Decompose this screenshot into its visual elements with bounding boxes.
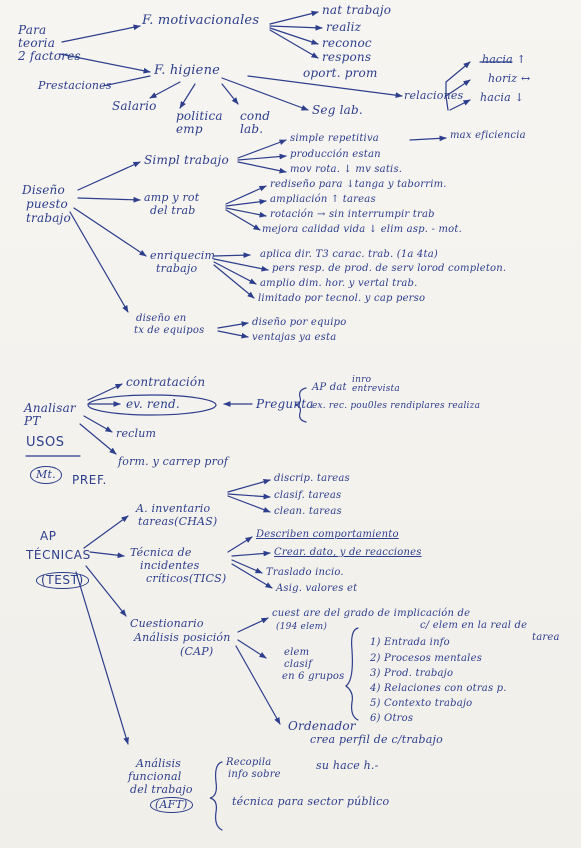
- leaf-194-elem: (194 elem): [276, 622, 328, 632]
- root-label-line: Diseño: [22, 183, 65, 197]
- leaf-seg-lab: Seg lab.: [312, 103, 363, 117]
- leaf-mov-rota: mov rota. ↓ mv satis.: [290, 164, 403, 175]
- root-label-line: Para: [18, 23, 47, 37]
- node-aft: funcional: [128, 770, 182, 783]
- leaf-nat-trabajo: nat trabajo: [322, 3, 392, 17]
- leaf-rediseno: rediseño para ↓tanga y taborrim.: [270, 179, 447, 190]
- leaf-reclum: reclum: [116, 427, 157, 440]
- root-label-line: puesto: [26, 197, 68, 211]
- node-enriquecim: enriquecim: [150, 249, 216, 262]
- group-item: 5) Contexto trabajo: [370, 698, 473, 709]
- group-item: 1) Entrada info: [370, 637, 450, 648]
- leaf-clasif-tareas: clasif. tareas: [274, 490, 342, 501]
- label-pref: PREF.: [72, 473, 107, 487]
- leaf-ap-dat: AP dat: [312, 382, 347, 393]
- group-item: 4) Relaciones con otras p.: [370, 683, 507, 694]
- node-chas: tareas(CHAS): [138, 515, 218, 528]
- leaf-recopila: info sobre: [228, 769, 281, 780]
- leaf-su-hace: su hace h.-: [316, 759, 379, 772]
- root-label-line: PT: [24, 414, 41, 428]
- leaf-ev-rend: ev. rend.: [126, 397, 180, 411]
- leaf-asig-valores: Asig. valores et: [276, 583, 358, 594]
- leaf-cuest: c/ elem en la real de: [420, 620, 528, 631]
- leaf-mejora-calidad: mejora calidad vida ↓ elim asp. - mot.: [262, 224, 462, 235]
- root-label-line: Analisar: [24, 401, 76, 415]
- node-aft: del trabajo: [130, 783, 193, 796]
- label-usos: USOS: [26, 435, 65, 450]
- node-diseno-equipos: diseño en: [136, 313, 187, 324]
- node-tics: críticos(TICS): [146, 572, 227, 585]
- root-label-line: 2 factores: [18, 49, 81, 63]
- leaf-salario: Salario: [112, 99, 157, 113]
- leaf-relacion-arriba: hacia ↑: [482, 53, 526, 66]
- leaf-form-carrep: form. y carrep prof: [118, 455, 229, 468]
- leaf-amplio-dim: amplio dim. hor. y vertal trab.: [260, 278, 418, 289]
- node-simpl-trabajo: Simpl trabajo: [144, 153, 229, 167]
- node-amp-rot: amp y rot: [144, 191, 200, 204]
- leaf-respons: respons: [322, 50, 372, 64]
- group-item: 6) Otros: [370, 713, 414, 724]
- leaf-produccion-estan: producción estan: [290, 149, 381, 160]
- leaf-cond-lab: cond lab.: [240, 109, 271, 136]
- node-enriquecim: trabajo: [156, 262, 198, 275]
- leaf-cuest: tarea: [532, 632, 560, 643]
- leaf-relacion-abajo: hacia ↓: [480, 91, 524, 104]
- leaf-crea-perfil: crea perfil de c/trabajo: [310, 733, 443, 746]
- node-cap: (CAP): [180, 645, 214, 658]
- node-tics: incidentes: [140, 559, 200, 572]
- leaf-ex-rec: ex. rec. pou0les rendiplares realiza: [312, 401, 481, 411]
- leaf-simple-repetitiva: simple repetitiva: [290, 133, 379, 144]
- leaf-ampliacion: ampliación ↑ tareas: [270, 194, 376, 205]
- label-met-circled: Mt.: [30, 466, 62, 484]
- leaf-oport-prom: oport. prom: [303, 66, 378, 80]
- leaf-max-eficiencia: max eficiencia: [450, 130, 526, 141]
- leaf-clean-tareas: clean. tareas: [274, 506, 342, 517]
- leaf-rotacion: rotación → sin interrumpir trab: [270, 209, 435, 220]
- node-ordenador: Ordenador: [288, 719, 356, 733]
- leaf-discrip-tareas: discrip. tareas: [274, 473, 350, 484]
- root-label-test-circled: (TEST): [36, 572, 89, 589]
- leaf-relacion-horiz: horiz ↔: [488, 72, 531, 85]
- node-diseno-equipos: tx de equipos: [134, 325, 205, 336]
- leaf-relaciones: relaciones: [404, 89, 464, 102]
- group-item: 2) Procesos mentales: [370, 653, 483, 664]
- node-elem-clasif: elem: [284, 647, 310, 658]
- node-cap: Cuestionario: [130, 617, 204, 630]
- leaf-traslado: Traslado incio.: [266, 567, 344, 578]
- root-label-line: TÉCNICAS: [26, 548, 91, 562]
- node-f-higiene: F. higiene: [154, 63, 221, 78]
- leaf-pers-resp: pers resp. de prod. de serv lorod comple…: [272, 263, 507, 274]
- leaf-limitado: limitado por tecnol. y cap perso: [258, 293, 426, 304]
- node-pregunta: Pregunta: [256, 397, 314, 411]
- leaf-diseno-por-equipo: diseño por equipo: [252, 317, 347, 328]
- leaf-contratacion: contratación: [126, 375, 206, 389]
- leaf-aplica-dir: aplica dir. T3 carac. trab. (1a 4ta): [260, 249, 438, 260]
- leaf-ap-superscript: inro entrevista: [352, 375, 400, 394]
- node-f-motivacionales: F. motivacionales: [142, 13, 260, 28]
- leaf-describen: Describen comportamiento: [256, 529, 399, 540]
- node-cap: Análisis posición: [134, 631, 231, 644]
- leaf-realiz: realiz: [326, 20, 362, 34]
- leaf-reconoc: reconoc: [322, 36, 372, 50]
- leaf-cuest: cuest are del grado de implicación de: [272, 608, 471, 619]
- node-aft: Análisis: [136, 757, 182, 770]
- leaf-tecnica-sector: técnica para sector público: [232, 795, 390, 808]
- node-chas: A. inventario: [136, 502, 211, 515]
- node-elem-clasif: clasif: [284, 659, 312, 670]
- leaf-ventajas: ventajas ya esta: [252, 332, 337, 343]
- leaf-prestaciones: Prestaciones: [38, 79, 112, 92]
- leaf-crear-dato: Crear. dato, y de reacciones: [274, 547, 422, 558]
- leaf-recopila: Recopila: [226, 757, 272, 768]
- node-elem-clasif: en 6 grupos: [282, 671, 345, 682]
- root-label-line: AP: [40, 529, 57, 543]
- group-item: 3) Prod. trabajo: [370, 668, 454, 679]
- leaf-politica-emp: politica emp: [176, 109, 223, 136]
- node-tics: Técnica de: [130, 546, 192, 559]
- root-label-line: trabajo: [26, 211, 71, 225]
- node-aft: (AFT): [150, 797, 193, 813]
- root-label-line: teoria: [18, 36, 56, 50]
- node-amp-rot: del trab: [150, 204, 196, 217]
